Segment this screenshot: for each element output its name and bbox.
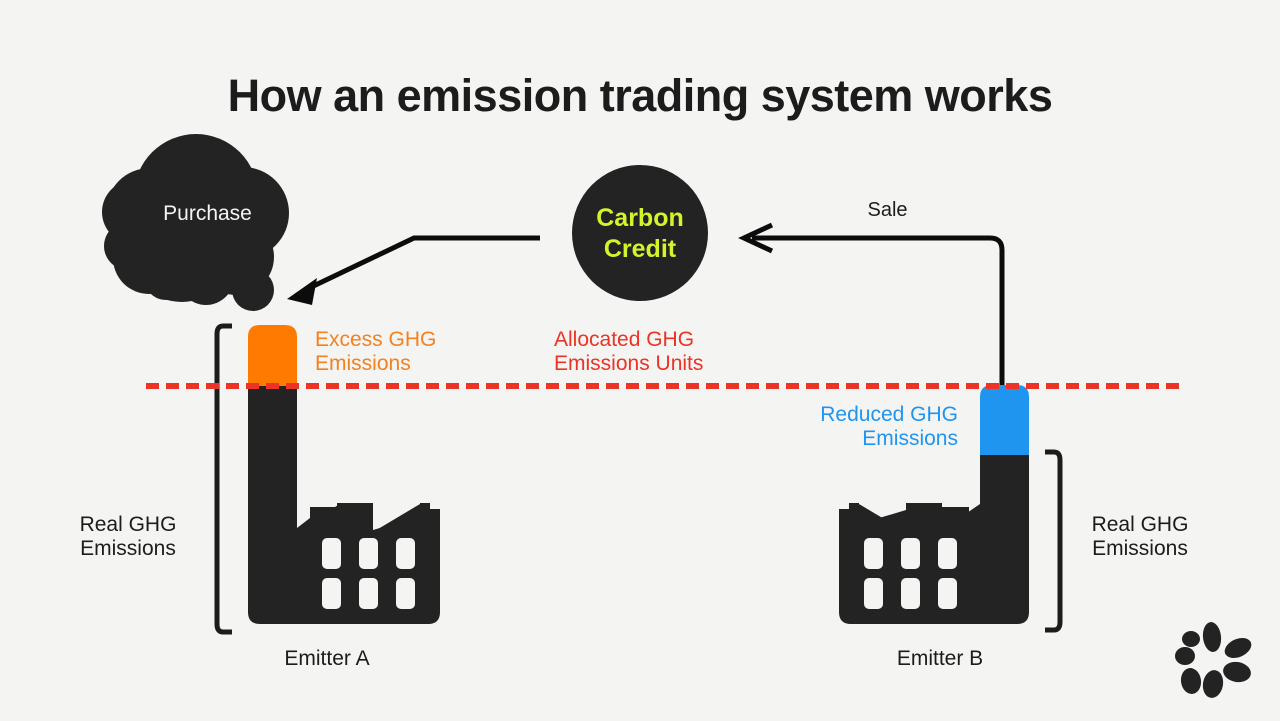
- excess-ghg-emissions-label: Excess GHG Emissions: [315, 328, 437, 375]
- allocated-ghg-emissions-units-label: Allocated GHG Emissions Units: [554, 328, 704, 375]
- smoke-cloud-icon: [102, 134, 289, 311]
- emitter-a-factory-icon: [248, 386, 440, 624]
- emitter-b-windows: [864, 538, 957, 609]
- emitter-a-windows: [322, 538, 415, 609]
- petal-flower-logo: [1175, 622, 1252, 698]
- emitter-b-real-ghg-emissions-label: Real GHG Emissions: [1091, 513, 1189, 560]
- reduced-ghg-emissions-label: Reduced GHG Emissions: [820, 403, 958, 450]
- purchase-label: Purchase: [163, 202, 252, 225]
- carbon-credit-circle: [572, 165, 708, 301]
- emitter-a-excess-bar: [248, 325, 297, 387]
- purchase-arrow: [287, 235, 540, 305]
- emitter-b-name-label: Emitter B: [896, 647, 984, 670]
- carbon-credit-label: Carbon Credit: [596, 204, 684, 263]
- emitter-a-bracket: [214, 323, 232, 635]
- sale-arrow-label: Sale: [867, 199, 908, 221]
- emitter-b-reduced-bar: [980, 385, 1029, 455]
- emitter-a-real-ghg-emissions-label: Real GHG Emissions: [79, 513, 177, 560]
- page-title: How an emission trading system works: [227, 70, 1053, 121]
- emitter-b-bracket: [1045, 449, 1063, 633]
- sale-arrow: [738, 222, 1005, 385]
- emitter-a-name-label: Emitter A: [284, 647, 370, 670]
